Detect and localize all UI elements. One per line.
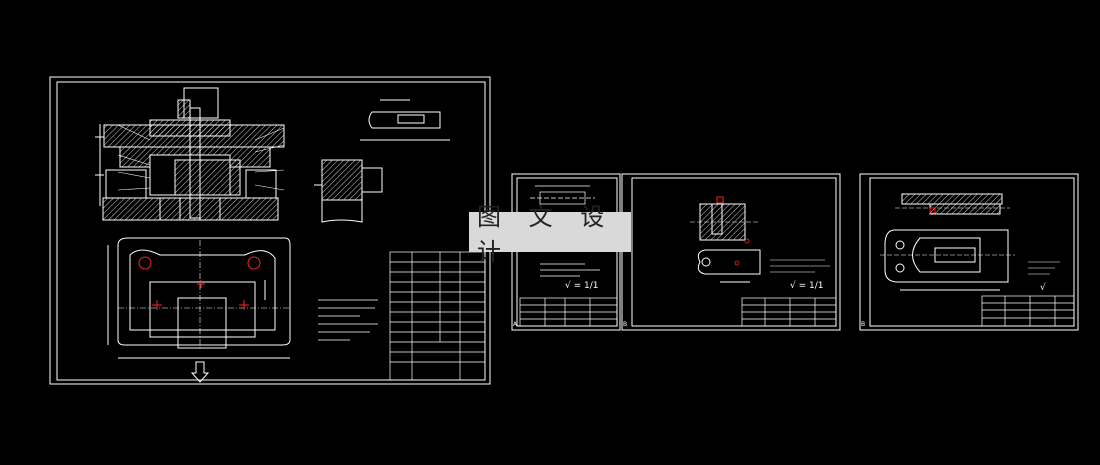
sheet-number: B bbox=[861, 321, 865, 328]
assembly-plan-view bbox=[107, 237, 291, 383]
sheet-part-1: √ = 1/1 A bbox=[511, 173, 621, 331]
sheet-number: B bbox=[623, 321, 627, 328]
title-block bbox=[741, 297, 837, 327]
sheet-assembly bbox=[49, 76, 491, 385]
sheet-number: A bbox=[513, 321, 518, 328]
part-3-plan bbox=[880, 229, 1015, 291]
roughness-symbol: √ = 1/1 bbox=[565, 280, 598, 291]
sheet-part-3: √ B bbox=[859, 173, 1079, 331]
parts-list-table bbox=[389, 251, 486, 381]
center-marks bbox=[138, 256, 261, 310]
watermark: 图 文 设 计 bbox=[469, 203, 631, 266]
sheet-part-2: √ = 1/1 B bbox=[621, 173, 841, 331]
technical-notes bbox=[318, 299, 378, 341]
part-2-markers bbox=[734, 238, 750, 266]
roughness-symbol: √ = 1/1 bbox=[790, 280, 823, 291]
title-block bbox=[981, 295, 1075, 327]
leader-lines-left bbox=[117, 124, 285, 191]
assembly-side-view bbox=[314, 159, 383, 223]
roughness-symbol: √ bbox=[1040, 282, 1046, 293]
strip-layout bbox=[360, 99, 450, 141]
part-3-section bbox=[895, 193, 1010, 215]
part-2-view bbox=[697, 249, 761, 283]
assembly-section-view bbox=[95, 87, 285, 221]
part-2-section bbox=[690, 196, 760, 241]
title-block bbox=[519, 297, 618, 327]
